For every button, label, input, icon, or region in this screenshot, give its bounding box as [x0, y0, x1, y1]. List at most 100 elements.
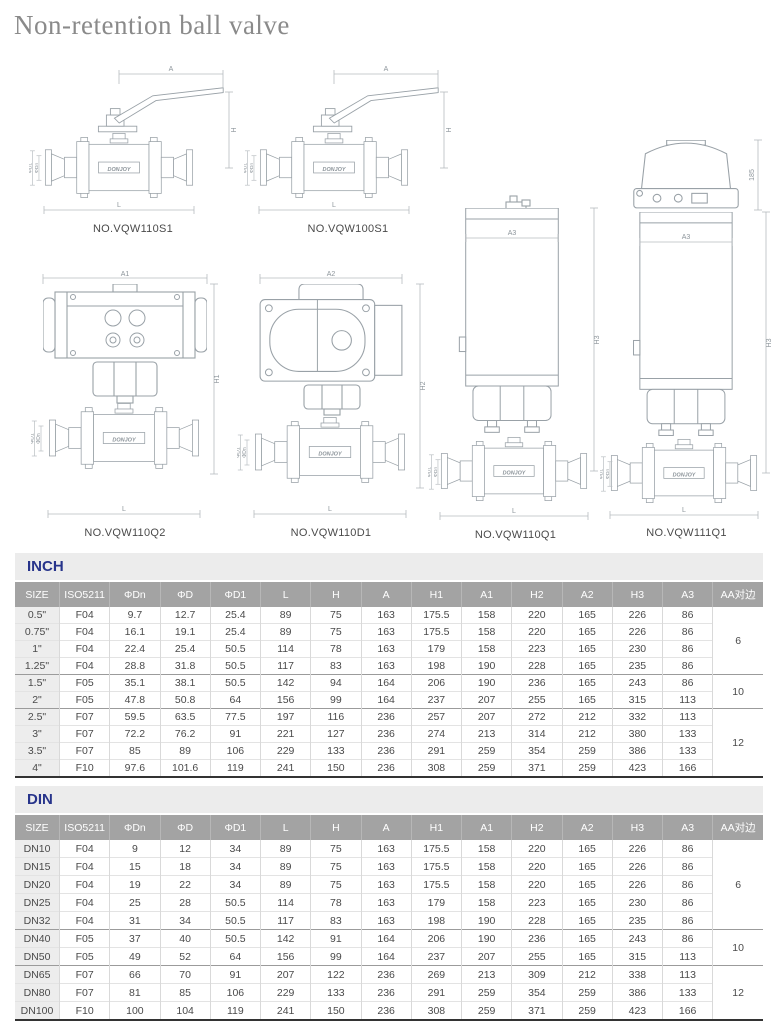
dim-lines [42, 274, 218, 518]
value-cell: 66 [109, 965, 160, 984]
value-cell: F10 [58, 759, 110, 777]
size-cell: 1" [15, 640, 60, 658]
dim-label-a: A [169, 66, 174, 73]
value-cell: 64 [209, 691, 261, 709]
value-cell: 12.7 [159, 607, 211, 624]
value-cell: 75 [310, 607, 361, 624]
value-cell: 86 [661, 911, 713, 930]
dim-lines [253, 274, 424, 518]
value-cell: 158 [460, 623, 512, 641]
size-cell: 3.5" [15, 742, 60, 760]
value-cell: 15 [109, 857, 160, 876]
value-cell: 150 [310, 759, 361, 777]
value-cell: 236 [360, 725, 412, 743]
value-cell: 163 [360, 623, 412, 641]
column-header: ΦDn [109, 815, 160, 840]
mounting-bracket [303, 384, 361, 416]
value-cell: 259 [460, 759, 512, 777]
value-cell: 106 [209, 742, 261, 760]
value-cell: 113 [661, 708, 713, 726]
dim-label-l: L [122, 506, 126, 513]
value-cell: 259 [561, 1001, 613, 1020]
value-cell: 164 [360, 929, 412, 948]
size-cell: DN10 [15, 840, 60, 858]
value-cell: 226 [611, 840, 663, 858]
value-cell: 50.5 [209, 657, 261, 675]
value-cell: 165 [561, 893, 613, 912]
value-cell: 18 [159, 857, 211, 876]
value-cell: 156 [259, 947, 311, 966]
column-header: ΦD [159, 582, 211, 607]
drawing-caption: NO.VQW110Q1 [474, 529, 557, 541]
value-cell: 133 [661, 725, 713, 743]
value-cell: 213 [460, 965, 512, 984]
value-cell: 165 [561, 857, 613, 876]
value-cell: 165 [561, 840, 613, 858]
value-cell: 158 [460, 893, 512, 912]
value-cell: 175.5 [410, 623, 462, 641]
value-cell: 165 [561, 911, 613, 930]
column-header: ΦD1 [209, 582, 261, 607]
value-cell: 380 [611, 725, 663, 743]
value-cell: 22 [159, 875, 211, 894]
size-cell: 0.5" [15, 607, 60, 624]
value-cell: 165 [561, 640, 613, 658]
value-cell: 35.1 [109, 674, 160, 692]
value-cell: 50.5 [209, 893, 261, 912]
value-cell: 77.5 [209, 708, 261, 726]
column-header: H3 [611, 815, 663, 840]
value-cell: 309 [511, 965, 562, 984]
value-cell: 34 [159, 911, 211, 930]
column-header: H3 [611, 582, 663, 607]
value-cell: 190 [460, 657, 512, 675]
value-cell: F04 [58, 857, 110, 876]
value-cell: 86 [661, 657, 713, 675]
value-cell: F05 [58, 674, 110, 692]
value-cell: 226 [611, 607, 663, 624]
dim-label-a: A [384, 66, 389, 73]
value-cell: 50.5 [209, 911, 261, 930]
value-cell: 104 [159, 1001, 211, 1020]
value-cell: F04 [58, 911, 110, 930]
value-cell: 9.7 [109, 607, 160, 624]
value-cell: 158 [460, 840, 512, 858]
value-cell: 89 [159, 742, 211, 760]
value-cell: 75 [310, 875, 361, 894]
column-header: SIZE [15, 582, 60, 607]
value-cell: 165 [561, 947, 613, 966]
value-cell: 117 [259, 911, 311, 930]
value-cell: 198 [410, 911, 462, 930]
drawing-caption: NO.VQW100S1 [307, 223, 389, 235]
drawing-caption: NO.VQW110D1 [290, 527, 372, 539]
value-cell: 52 [159, 947, 211, 966]
value-cell: 75 [310, 857, 361, 876]
column-header: H1 [410, 815, 462, 840]
value-cell: 190 [460, 929, 512, 948]
column-header: ΦD1 [209, 815, 261, 840]
value-cell: 269 [410, 965, 462, 984]
size-cell: 3" [15, 725, 60, 743]
value-cell: 386 [611, 742, 663, 760]
value-cell: 198 [410, 657, 462, 675]
value-cell: 86 [661, 857, 713, 876]
column-header: A3 [661, 582, 713, 607]
size-cell: DN20 [15, 875, 60, 894]
value-cell: 31.8 [159, 657, 211, 675]
value-cell: F04 [58, 840, 110, 858]
value-cell: 158 [460, 640, 512, 658]
value-cell: F04 [58, 640, 110, 658]
value-cell: 223 [511, 640, 562, 658]
value-cell: 354 [511, 983, 562, 1002]
dim-label-h3: H3 [594, 335, 601, 344]
value-cell: 64 [209, 947, 261, 966]
